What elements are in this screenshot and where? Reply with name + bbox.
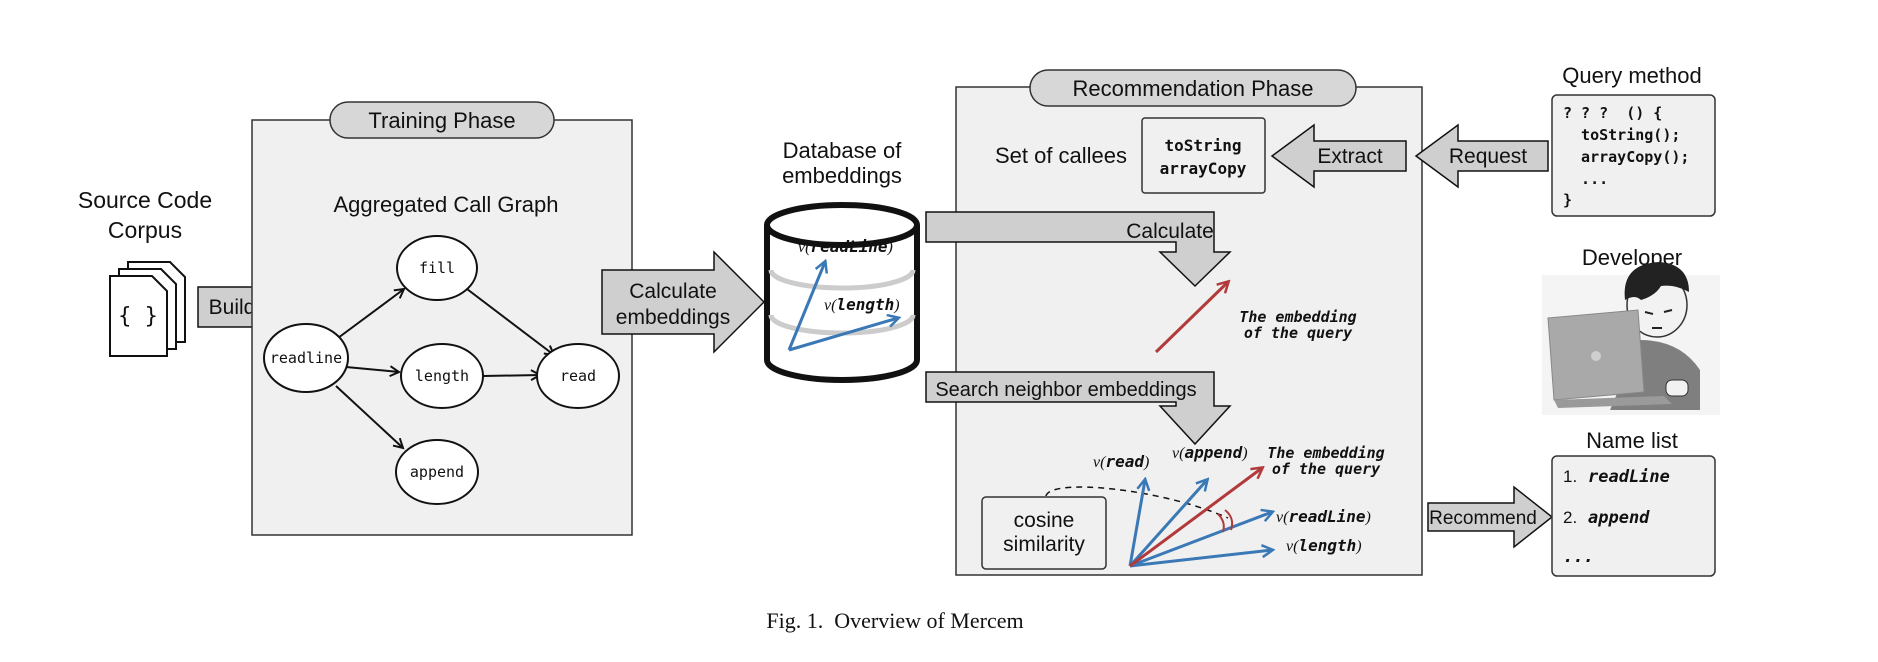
query-embedding-lower-line2: of the query bbox=[1272, 460, 1381, 478]
cosine-line2: similarity bbox=[1003, 533, 1085, 556]
vec-length-label: v(length) bbox=[1286, 536, 1362, 555]
node-fill: fill bbox=[396, 235, 478, 301]
list-item: ... bbox=[1563, 547, 1594, 567]
recommendation-phase-label: Recommendation Phase bbox=[1073, 76, 1314, 101]
callees-box bbox=[1141, 117, 1266, 194]
callee-arraycopy: arrayCopy bbox=[1160, 159, 1247, 178]
query-method-title: Query method bbox=[1562, 63, 1701, 88]
database-of-embeddings: Database of embeddings v(readLine) v(len… bbox=[764, 138, 920, 383]
recommend-arrow: Recommend bbox=[1427, 485, 1554, 549]
source-title-line1: Source Code bbox=[78, 187, 212, 213]
recommend-label: Recommend bbox=[1429, 508, 1537, 529]
name-list-box bbox=[1551, 455, 1716, 577]
calculate-label: Calculate bbox=[1126, 220, 1214, 243]
vec-read-label: v(read) bbox=[1093, 452, 1149, 471]
braces-icon-text: { } bbox=[118, 304, 158, 329]
svg-text:read: read bbox=[560, 367, 596, 385]
database-title-line1: Database of bbox=[783, 138, 903, 163]
extract-arrow: Extract bbox=[1270, 123, 1407, 189]
request-arrow: Request bbox=[1414, 123, 1549, 189]
svg-text:2.: 2. bbox=[1563, 508, 1577, 527]
query-line-2: toString(); bbox=[1563, 126, 1680, 144]
neighbor-vectors bbox=[1128, 468, 1272, 568]
database-title-line2: embeddings bbox=[782, 163, 902, 188]
cosine-dashed-link bbox=[1045, 486, 1229, 519]
query-embedding-upper-line2: of the query bbox=[1244, 324, 1353, 342]
developer-illustration-icon bbox=[1542, 262, 1720, 415]
calculate-arrow: Calculate bbox=[925, 211, 1232, 288]
svg-text:readline: readline bbox=[270, 349, 342, 367]
query-embedding-lower-line1: The embedding bbox=[1267, 444, 1384, 462]
node-append: append bbox=[395, 439, 479, 505]
document-stack-icon: { } bbox=[109, 261, 186, 357]
node-readline: readline bbox=[263, 323, 349, 393]
name-list: Name list 1. readLine 2. append ... bbox=[1551, 428, 1716, 577]
svg-text:length: length bbox=[415, 367, 469, 385]
query-method-box bbox=[1551, 94, 1716, 217]
source-code-corpus: Source Code Corpus { } bbox=[78, 187, 212, 357]
svg-text:...: ... bbox=[1563, 547, 1594, 567]
calc-embed-line2: embeddings bbox=[616, 306, 730, 329]
source-title-line2: Corpus bbox=[108, 217, 182, 243]
list-item: 2. append bbox=[1563, 508, 1650, 528]
cosine-line1: cosine bbox=[1014, 509, 1075, 532]
training-phase-panel: Training Phase Aggregated Call Graph fil… bbox=[251, 101, 633, 536]
node-read: read bbox=[536, 343, 620, 409]
calc-embed-line1: Calculate bbox=[629, 280, 717, 303]
build-label: Build bbox=[209, 296, 256, 319]
query-method: Query method ? ? ? () { toString(); arra… bbox=[1551, 63, 1716, 217]
node-length: length bbox=[400, 343, 484, 409]
db-vector-readline-label: v(readLine) bbox=[798, 237, 893, 256]
list-item: 1. readLine bbox=[1563, 467, 1670, 487]
query-line-4: ... bbox=[1563, 170, 1608, 188]
call-graph-title: Aggregated Call Graph bbox=[333, 192, 558, 217]
query-line-3: arrayCopy(); bbox=[1563, 148, 1689, 166]
developer: Developer bbox=[1542, 245, 1720, 415]
query-line-5: } bbox=[1563, 191, 1572, 209]
training-phase-label: Training Phase bbox=[368, 108, 515, 133]
svg-text:append: append bbox=[410, 463, 464, 481]
callee-tostring: toString bbox=[1164, 136, 1241, 155]
vec-readline-label: v(readLine) bbox=[1276, 507, 1371, 526]
callees-label: Set of callees bbox=[995, 143, 1127, 168]
svg-text:fill: fill bbox=[419, 259, 455, 277]
svg-text:1.: 1. bbox=[1563, 467, 1577, 486]
request-label: Request bbox=[1449, 145, 1527, 168]
name-list-title: Name list bbox=[1586, 428, 1678, 453]
vec-append-label: v(append) bbox=[1172, 443, 1248, 462]
svg-text:append: append bbox=[1588, 508, 1650, 528]
calculate-embeddings-arrow: Calculate embeddings bbox=[601, 250, 766, 354]
search-neighbor-arrow: Search neighbor embeddings bbox=[925, 371, 1232, 446]
extract-label: Extract bbox=[1317, 145, 1383, 168]
database-cylinder-icon bbox=[764, 202, 920, 383]
svg-text:readLine: readLine bbox=[1588, 467, 1670, 487]
figure-caption: Fig. 1. Overview of Mercem bbox=[766, 608, 1023, 633]
db-vector-length-label: v(length) bbox=[824, 295, 900, 314]
search-label: Search neighbor embeddings bbox=[935, 379, 1196, 401]
query-embedding-upper-line1: The embedding bbox=[1239, 308, 1356, 326]
cosine-similarity-box bbox=[981, 496, 1107, 570]
query-line-1: ? ? ? () { bbox=[1563, 104, 1662, 122]
